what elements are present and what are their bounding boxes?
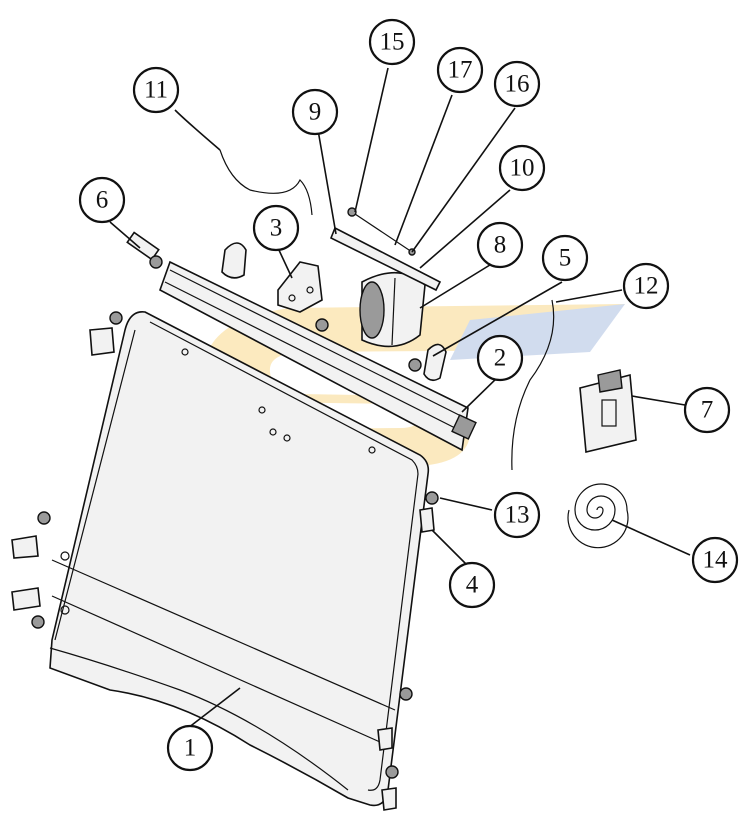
long-wire — [511, 299, 555, 471]
callout-11: 11 — [132, 66, 180, 114]
callout-5-label: 5 — [559, 245, 572, 272]
callout-15: 15 — [368, 18, 416, 66]
latch-motor — [579, 369, 637, 453]
spiral-coil — [567, 483, 629, 549]
callout-13: 13 — [493, 491, 541, 539]
callout-6-label: 6 — [96, 187, 109, 214]
callout-9-label: 9 — [309, 99, 322, 126]
callout-2: 2 — [476, 334, 524, 382]
callout-1: 1 — [166, 724, 214, 772]
callout-15-label: 15 — [380, 29, 405, 56]
callout-12: 12 — [622, 262, 670, 310]
callout-16-label: 16 — [505, 71, 530, 98]
callout-1-label: 1 — [184, 735, 197, 762]
leader-lines — [109, 67, 691, 729]
callout-4: 4 — [448, 561, 496, 609]
callout-10-label: 10 — [510, 155, 535, 182]
callout-7-label: 7 — [701, 397, 714, 424]
callout-2-label: 2 — [494, 345, 507, 372]
callout-14-label: 14 — [703, 547, 729, 574]
top-rail — [159, 260, 477, 452]
callout-11-label: 11 — [144, 77, 168, 104]
callout-17-label: 17 — [448, 57, 473, 84]
callout-10: 10 — [498, 144, 546, 192]
callout-3: 3 — [252, 204, 300, 252]
callout-16: 16 — [493, 60, 541, 108]
callout-17: 17 — [436, 46, 484, 94]
mount-bracket — [277, 261, 323, 313]
callout-7: 7 — [683, 386, 731, 434]
callout-3-label: 3 — [270, 215, 283, 242]
hinge-plate-assembly — [329, 207, 442, 292]
edge-clips — [11, 311, 439, 811]
callout-6: 6 — [78, 176, 126, 224]
hinge-cylinder — [359, 271, 426, 348]
callout-4-label: 4 — [466, 572, 479, 599]
wire-cable — [219, 149, 313, 216]
callout-8-label: 8 — [494, 232, 507, 259]
clamp — [408, 343, 447, 382]
bolt — [126, 231, 163, 269]
callout-13-label: 13 — [505, 502, 530, 529]
callout-12-label: 12 — [634, 273, 659, 300]
callout-9: 9 — [291, 88, 339, 136]
callout-8: 8 — [476, 221, 524, 269]
rail-clamp — [221, 242, 247, 279]
callout-5: 5 — [541, 234, 589, 282]
windshield-panel — [49, 311, 430, 807]
callout-14: 14 — [691, 536, 739, 584]
